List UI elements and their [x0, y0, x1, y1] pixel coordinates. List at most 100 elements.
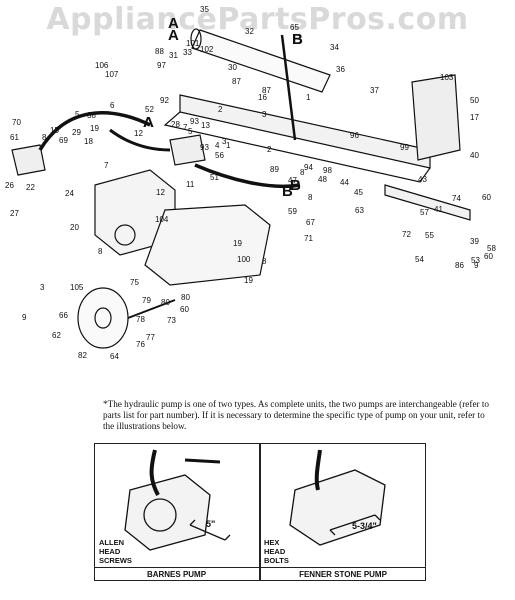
part-number-label: 30 [228, 63, 237, 72]
part-number-label: 2 [218, 105, 223, 114]
part-number-label: 94 [304, 163, 313, 172]
part-number-label: 99 [400, 143, 409, 152]
part-number-label: 96 [350, 131, 359, 140]
part-number-label: 8 [98, 247, 103, 256]
part-number-label: B [292, 31, 303, 48]
part-number-label: 48 [318, 175, 327, 184]
part-number-label: 82 [78, 351, 87, 360]
ref-letter-a-top: A [168, 15, 179, 32]
part-number-label: 31 [169, 51, 178, 60]
part-number-label: 86 [455, 261, 464, 270]
trailer-tongue [384, 184, 471, 221]
part-number-label: A [168, 27, 179, 44]
part-number-label: 72 [402, 230, 411, 239]
part-number-label: 40 [470, 151, 479, 160]
hose-b [194, 163, 301, 189]
part-number-label: 104 [155, 215, 169, 224]
part-number-label: 1 [226, 141, 231, 150]
hose-c [109, 128, 171, 152]
part-number-label: 51 [210, 173, 219, 182]
part-number-label: 93 [200, 143, 209, 152]
wheel [77, 287, 129, 349]
part-number-label: 56 [215, 151, 224, 160]
hydraulic-pump [11, 144, 46, 176]
part-number-label: 52 [145, 105, 154, 114]
beam-bottom [163, 111, 431, 183]
part-number-label: 28 [171, 120, 180, 129]
engine-platform [144, 204, 271, 286]
part-number-label: 102 [200, 45, 214, 54]
part-number-label: 34 [330, 43, 339, 52]
part-number-label: 19 [233, 239, 242, 248]
part-number-label: 44 [340, 178, 349, 187]
part-number-label: 64 [110, 352, 119, 361]
part-number-label: 63 [355, 206, 364, 215]
part-number-label: 43 [418, 175, 427, 184]
part-number-label: B [290, 177, 301, 194]
part-number-label: 36 [336, 65, 345, 74]
ref-letter-a-mid: A [143, 114, 154, 131]
hose-a [38, 111, 151, 151]
part-number-label: 5 [188, 127, 193, 136]
part-number-label: 47 [288, 176, 297, 185]
part-number-label: 11 [186, 180, 195, 189]
part-number-label: 13 [201, 121, 210, 130]
part-number-label: 32 [245, 27, 254, 36]
part-number-label: 69 [59, 136, 68, 145]
part-number-label: 71 [304, 234, 313, 243]
part-number-label: 65 [290, 23, 299, 32]
part-number-label: 59 [288, 207, 297, 216]
part-number-label: 80 [161, 298, 170, 307]
fenner-dimension: 5-3/4" [352, 521, 377, 531]
part-number-label: 93 [190, 117, 199, 126]
part-number-label: 27 [10, 209, 19, 218]
part-number-label: 62 [52, 331, 61, 340]
part-number-label: 17 [470, 113, 479, 122]
part-number-label: 9 [474, 261, 479, 270]
part-number-label: 92 [160, 96, 169, 105]
part-number-label: 107 [105, 70, 119, 79]
part-number-label: A [143, 114, 154, 131]
part-number-label: 37 [370, 86, 379, 95]
part-number-label: 75 [130, 278, 139, 287]
part-number-label: 60 [180, 305, 189, 314]
hydraulic-cylinder [191, 29, 331, 93]
part-number-label: 61 [10, 133, 19, 142]
barnes-callout: ALLEN HEAD SCREWS [99, 538, 132, 565]
wedge-plate [411, 74, 461, 161]
part-number-label: 3 [40, 283, 45, 292]
part-number-label: 7 [183, 123, 188, 132]
part-number-label: 106 [95, 61, 109, 70]
part-number-label: 54 [415, 255, 424, 264]
part-number-label: 55 [425, 231, 434, 240]
part-number-label: 50 [470, 96, 479, 105]
axle [127, 299, 176, 319]
part-number-label: 57 [420, 208, 429, 217]
part-number-label: 2 [267, 145, 272, 154]
part-number-label: 4 [215, 141, 220, 150]
part-number-label: 105 [70, 283, 84, 292]
part-number-label: 70 [12, 118, 21, 127]
part-number-label: 19 [90, 124, 99, 133]
part-number-label: 7 [104, 161, 109, 170]
part-number-label: 19 [244, 276, 253, 285]
part-number-label: 58 [487, 244, 496, 253]
part-number-label: 12 [134, 129, 143, 138]
part-number-label: 20 [70, 223, 79, 232]
part-number-label: 77 [146, 333, 155, 342]
part-number-label: 38 [87, 111, 96, 120]
part-number-label: 60 [482, 193, 491, 202]
part-number-label: 97 [157, 61, 166, 70]
part-number-label: 8 [300, 168, 305, 177]
part-number-label: 53 [471, 256, 480, 265]
part-number-label: 79 [142, 296, 151, 305]
part-number-label: 12 [156, 188, 165, 197]
part-number-label: 45 [354, 188, 363, 197]
part-number-label: 8 [308, 193, 313, 202]
part-number-label: 41 [434, 205, 443, 214]
part-number-label: 98 [323, 166, 332, 175]
part-number-label: 73 [167, 316, 176, 325]
part-number-label: 16 [258, 93, 267, 102]
part-number-label: 66 [59, 311, 68, 320]
